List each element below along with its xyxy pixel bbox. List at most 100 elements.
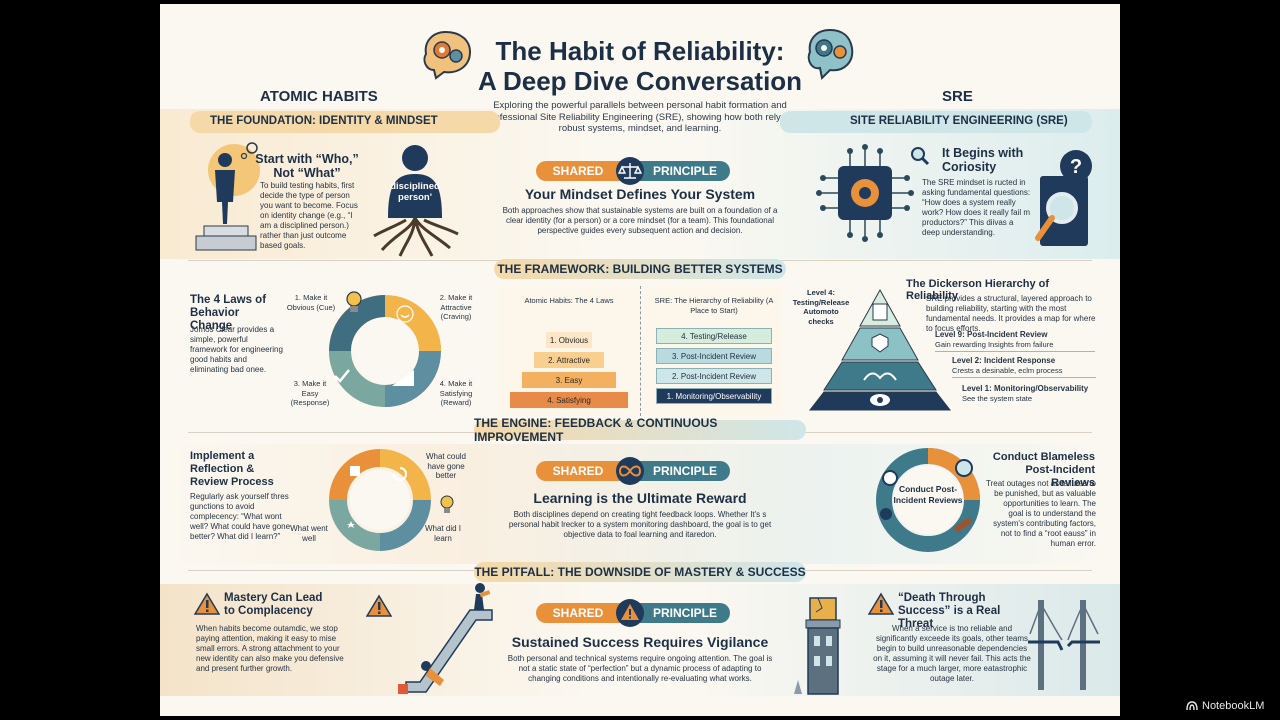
lightbulb-small-icon [440, 495, 454, 513]
column-heading-left: ATOMIC HABITS [260, 88, 378, 105]
table-row-satisfying: 4. Satisfying [510, 392, 628, 408]
warning-circle-icon [616, 599, 644, 627]
identity-body: To build testing habits, first decide th… [260, 181, 358, 250]
vigilance-title: Sustained Success Requires Vigilance [511, 634, 769, 650]
magnifier-icon [955, 459, 973, 477]
law-2: 2. Make it Attractive (Craving) [439, 293, 473, 321]
table-row-testing: 4. Testing/Release [656, 328, 772, 344]
person-on-pedestal-icon [195, 142, 260, 251]
ramp-icon [392, 370, 414, 386]
infinity-loop-icon [616, 457, 644, 485]
reflection-cycle [329, 449, 431, 551]
escalator-fall-icon [398, 583, 493, 694]
pitfall-band: THE PITFALL: THE DOWNSIDE OF MASTERY & S… [474, 562, 806, 582]
lightbulb-icon [346, 291, 362, 312]
crumbling-tower-icon [794, 597, 841, 695]
principle-label-2: PRINCIPLE [652, 464, 717, 478]
disciplined-person-roots-icon [373, 145, 459, 257]
gear-small-icon [880, 508, 892, 520]
sre-band [780, 111, 1092, 133]
table-left-header: Atomic Habits: The 4 Laws [524, 296, 614, 305]
ring-segment-obvious [384, 295, 441, 352]
level-row-monitoring: Level 1: Monitoring/Observability See th… [962, 384, 1096, 406]
question-magnifier-icon: ? [1035, 150, 1092, 246]
table-row-easy: 3. Easy [522, 372, 616, 388]
shared-pill-3: SHARED [536, 603, 620, 623]
dickerson-body: SRE provides a structural, layered appro… [926, 294, 1096, 333]
level-monitoring-desc: See the system state [962, 393, 1033, 403]
level-row-pir: Level 9: Post-Incident Review Gain rewar… [935, 330, 1095, 352]
foundation-band-label: THE FOUNDATION: IDENTITY & MINDSET [210, 115, 438, 127]
brain-gears-icon-right [807, 28, 854, 81]
cycle-label-better: What could have gone better [425, 452, 467, 480]
shared-label-2: SHARED [552, 464, 604, 478]
gavel-icon [953, 517, 973, 533]
cycle-label-learn: What did I learn [424, 524, 461, 543]
curiosity-body: The SRE mindset is ructed in asking fund… [922, 178, 1031, 237]
shared-principle-3-header: SHARED PRINCIPLE [490, 598, 790, 628]
blameless-body: Treat outages not as failures to be puni… [986, 479, 1096, 548]
svg-text:?: ? [1070, 156, 1082, 178]
foundation-band [190, 111, 500, 133]
table-row-obvious: 1. Obvious [546, 332, 592, 348]
reliability-pyramid [808, 288, 952, 411]
notebooklm-label: NotebookLM [1202, 700, 1265, 712]
notebooklm-brand: NotebookLM [1186, 700, 1264, 712]
complacency-body: When habits become outamdic, we stop pay… [196, 624, 344, 673]
infographic-canvas: The Habit of Reliability: A Deep Dive Co… [160, 4, 1120, 716]
table-row-monitoring: 1. Monitoring/Observability [656, 388, 772, 404]
reflection-body: Regularly ask yourself thres gunctions t… [190, 492, 291, 541]
framework-band: THE FRAMEWORK: BUILDING BETTER SYSTEMS [494, 259, 786, 279]
principle-pill-3: PRINCIPLE [640, 603, 730, 623]
star-icon [347, 521, 355, 528]
death-success-title: “Death Through Success” is a Real Threat [898, 592, 1001, 630]
law-1: 1. Make it Obvious (Cue) [286, 293, 336, 312]
title-line-1: The Habit of Reliability: [495, 36, 785, 66]
pyramid-top-label: Level 4: Testing/Release Automoto checks [792, 288, 850, 326]
level-pir-title: Level 9: Post-Incident Review [935, 330, 1048, 339]
broken-bridge-icon [1028, 600, 1100, 690]
four-laws-body: Jomos Clear provides a simple, powerful … [190, 325, 283, 374]
principle-label-3: PRINCIPLE [652, 606, 717, 620]
mindset-body: Both approaches show that sustainable sy… [502, 206, 778, 235]
table-row-attractive: 2. Attractive [534, 352, 604, 368]
reflection-title: Implement a Reflection & Review Process [190, 450, 274, 488]
chain-link-icon [882, 470, 898, 486]
post-incident-ring [876, 448, 980, 552]
shared-label-1: SHARED [552, 164, 604, 178]
vigilance-body: Both personal and technical systems requ… [507, 654, 773, 683]
smiley-icon [396, 305, 414, 323]
shared-principle-1-header: SHARED PRINCIPLE [490, 156, 790, 186]
notebooklm-logo-icon [1186, 701, 1198, 711]
pitfall-wash [160, 584, 1120, 696]
warning-icon-mid [366, 594, 392, 617]
title-line-2: A Deep Dive Conversation [477, 66, 803, 96]
level-incident-title: Level 2: Incident Response [952, 356, 1056, 365]
death-success-body: When a service is tno reliable and signi… [873, 624, 1031, 683]
learning-body: Both disciplines depend on creating tigh… [508, 510, 772, 539]
column-heading-right: SRE [942, 88, 973, 105]
engine-band: THE ENGINE: FEEDBACK & CONTINUOUS IMPROV… [474, 416, 806, 444]
table-divider [640, 286, 641, 416]
warning-icon-right [868, 592, 894, 615]
level-monitoring-title: Level 1: Monitoring/Observability [962, 384, 1089, 393]
page-title: The Habit of Reliability: A Deep Dive Co… [460, 36, 820, 96]
disciplined-person-label: disciplined person' [390, 181, 440, 203]
table-right-header: SRE: The Hierarchy of Reliability (A Pla… [654, 296, 774, 315]
sre-band-label: SITE RELIABILITY ENGINEERING (SRE) [850, 115, 1068, 127]
balance-scale-icon [616, 157, 644, 185]
page-subtitle: Exploring the powerful parallels between… [486, 100, 794, 134]
thumbs-up-icon [350, 466, 360, 476]
level-incident-desc: Crests a desinable, eclm process [952, 365, 1063, 375]
learning-title: Learning is the Ultimate Reward [533, 490, 747, 506]
principle-pill-1: PRINCIPLE [640, 161, 730, 181]
comparison-table: Atomic Habits: The 4 Laws SRE: The Hiera… [498, 286, 782, 416]
magnifier-small-icon [911, 147, 930, 166]
curiosity-title: It Begins with Coriosity [942, 146, 1024, 174]
checkmark-icon [334, 369, 350, 383]
shared-pill-1: SHARED [536, 161, 620, 181]
brain-gears-icon-left [423, 30, 472, 80]
law-3: 3. Make it Easy (Response) [290, 379, 330, 407]
table-row-pir-3: 3. Post-Incident Review [656, 348, 772, 364]
complacency-title: Mastery Can Lead to Complacency [224, 592, 323, 617]
